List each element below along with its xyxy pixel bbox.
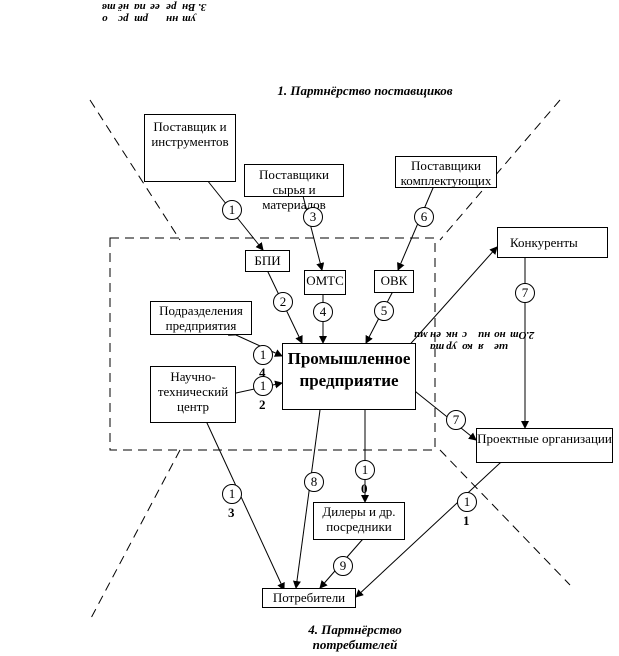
left-vertical-row: 3.	[198, 1, 207, 13]
circle-11: 1	[457, 492, 477, 512]
box-competitors: Конкуренты	[497, 227, 608, 258]
arrow-rnd-consumers	[200, 414, 285, 591]
right-vertical-row: 2.	[526, 329, 535, 341]
circle-10: 1	[355, 460, 375, 480]
right-vertical-row: та	[430, 341, 445, 353]
circle-7-design: 7	[446, 410, 466, 430]
box-raw-material-suppliers: Поставщики сырья и материалов	[244, 164, 344, 212]
circle-14-digit: 4	[259, 365, 266, 380]
right-vertical-row: ни	[478, 329, 491, 341]
dashed-diagonal-top-left	[89, 99, 181, 241]
left-vertical-row: ре	[166, 1, 177, 13]
dashed-diagonal-top-right	[439, 99, 561, 241]
right-vertical-row: От	[510, 329, 527, 341]
right-vertical-row: ше	[494, 341, 509, 353]
box-enterprise-divisions: Подразделения предприятия	[150, 301, 252, 335]
circle-7-competitors: 7	[515, 283, 535, 303]
heading-supplier-partnership: 1. Партнёрство поставщиков	[277, 83, 453, 98]
internal-partnership-border	[109, 237, 436, 451]
left-vertical-row: рт	[134, 13, 148, 25]
circle-6: 6	[414, 207, 434, 227]
right-vertical-row: ур	[446, 341, 457, 353]
arrow-design-consumers	[355, 455, 508, 598]
circle-13-digit: 3	[228, 505, 235, 520]
right-vertical-row: ен	[430, 329, 441, 341]
right-vertical-row: с	[462, 329, 467, 341]
arrow-enterprise-consumers	[292, 402, 325, 589]
left-vertical-row: ут	[182, 13, 196, 25]
circle-10-digit: 0	[361, 481, 368, 496]
left-vertical-row: Вн	[182, 1, 196, 13]
box-rnd-center: Научно-технический центр	[150, 366, 236, 423]
box-omt: ОМТС	[304, 270, 346, 295]
left-vertical-row: па	[134, 1, 146, 13]
box-component-suppliers: Поставщики комплектующих	[395, 156, 497, 188]
circle-12-digit: 2	[259, 397, 266, 412]
arrow-enterprise-competitors	[404, 246, 498, 351]
heading-consumer-partnership: 4. Партнёрство потребителей	[308, 622, 402, 652]
circle-2: 2	[273, 292, 293, 312]
left-vertical-row: рс	[118, 13, 129, 25]
right-vertical-row: нк	[446, 329, 458, 341]
right-vertical-row: я	[478, 341, 484, 353]
circle-3: 3	[303, 207, 323, 227]
box-consumers: Потребители	[262, 588, 356, 608]
box-ovk: ОВК	[374, 270, 414, 293]
box-dealers: Дилеры и др. посредники	[313, 502, 405, 540]
right-vertical-row: но	[494, 329, 506, 341]
circle-11-digit: 1	[463, 513, 470, 528]
right-vertical-row: ко	[462, 341, 473, 353]
left-vertical-row: тв	[102, 1, 116, 13]
box-design-organizations: Проектные организации	[476, 428, 613, 463]
left-vertical-row: нё	[118, 1, 129, 13]
dashed-diagonal-bottom-right	[439, 449, 571, 586]
circle-14: 1	[253, 345, 273, 365]
left-vertical-row: нн	[166, 13, 179, 25]
dashed-diagonal-bottom-left	[89, 449, 181, 621]
arrow-components-ovk	[397, 179, 440, 271]
circle-8: 8	[304, 472, 324, 492]
circle-9: 9	[333, 556, 353, 576]
circle-4: 4	[313, 302, 333, 322]
box-tool-suppliers: Поставщик и инструментов	[144, 114, 236, 182]
box-bpi: БПИ	[245, 250, 290, 272]
right-vertical-row: ми	[414, 329, 428, 341]
circle-13: 1	[222, 484, 242, 504]
circle-5: 5	[374, 301, 394, 321]
circle-12: 1	[253, 376, 273, 396]
left-vertical-row: о	[102, 13, 108, 25]
heading-internal-vertical-stack: 3. Вн ут ре нн ее па рт нё рс тв о	[0, 0, 215, 60]
left-vertical-row: ее	[150, 1, 160, 13]
box-industrial-enterprise: Промышленное предприятие	[282, 343, 416, 410]
circle-1: 1	[222, 200, 242, 220]
heading-competitors-vertical-stack: 2. От но ше ни я с ко нк ур ен та ми	[414, 300, 550, 360]
